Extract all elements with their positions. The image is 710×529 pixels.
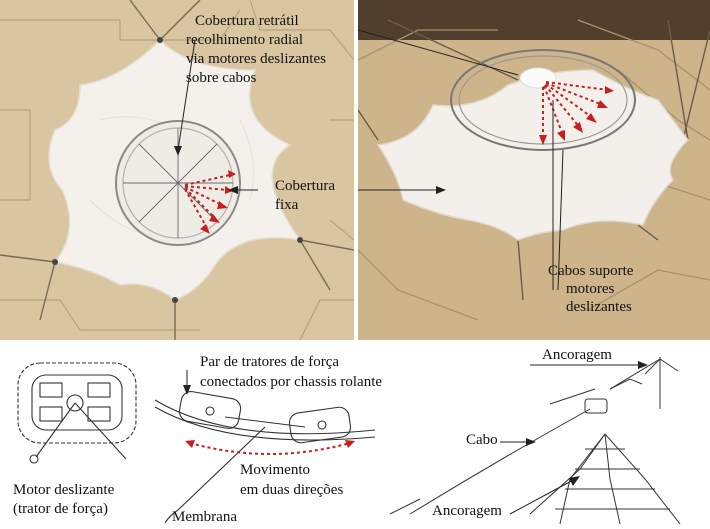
anchorage-pointer-arrows — [500, 365, 642, 514]
label-cables-line1: Cabos suporte — [548, 264, 633, 280]
tractor-on-cable — [585, 399, 607, 413]
label-tractors-line2: conectados por chassis rolante — [200, 375, 382, 391]
label-retractable-line2: recolhimento radial — [186, 33, 303, 49]
label-cables-line3: deslizantes — [566, 300, 632, 316]
rolling-chassis — [225, 417, 305, 427]
label-retractable-line3: via motores deslizantes — [186, 52, 326, 68]
model-photo-perspective-view: Cabos suporte motores deslizantes — [358, 0, 710, 340]
label-anchorage-top: Ancoragem — [542, 348, 612, 364]
tractor-left — [178, 390, 242, 430]
label-retractable-line1: Cobertura retrátil — [195, 14, 299, 30]
label-membrane: Membrana — [172, 510, 237, 526]
label-cables-line2: motores — [566, 282, 614, 298]
label-tractors-line1: Par de tratores de força — [200, 355, 339, 371]
anchorage-cable-sketch — [380, 349, 710, 529]
label-movement-line2: em duas direções — [240, 483, 343, 499]
label-motor-line1: Motor deslizante — [13, 483, 114, 499]
label-motor-line2: (trator de força) — [13, 502, 108, 518]
model-perspective-drawing — [358, 0, 710, 340]
sliding-motor-sketch — [8, 355, 148, 475]
label-cable: Cabo — [466, 433, 498, 449]
tractor-right — [288, 406, 352, 444]
gathered-membrane — [520, 68, 556, 88]
model-photo-top-view: Cobertura retrátil recolhimento radial v… — [0, 0, 354, 340]
label-movement-line1: Movimento — [240, 463, 310, 479]
cable-line — [155, 400, 375, 434]
label-retractable-line4: sobre cabos — [186, 71, 256, 87]
label-anchorage-bottom: Ancoragem — [432, 504, 502, 520]
two-way-movement-arrow — [190, 443, 350, 454]
main-cable — [410, 409, 590, 514]
upper-anchor-line — [550, 389, 595, 404]
label-fixed-line1: Cobertura — [275, 179, 335, 195]
label-fixed-line2: fixa — [275, 198, 298, 214]
